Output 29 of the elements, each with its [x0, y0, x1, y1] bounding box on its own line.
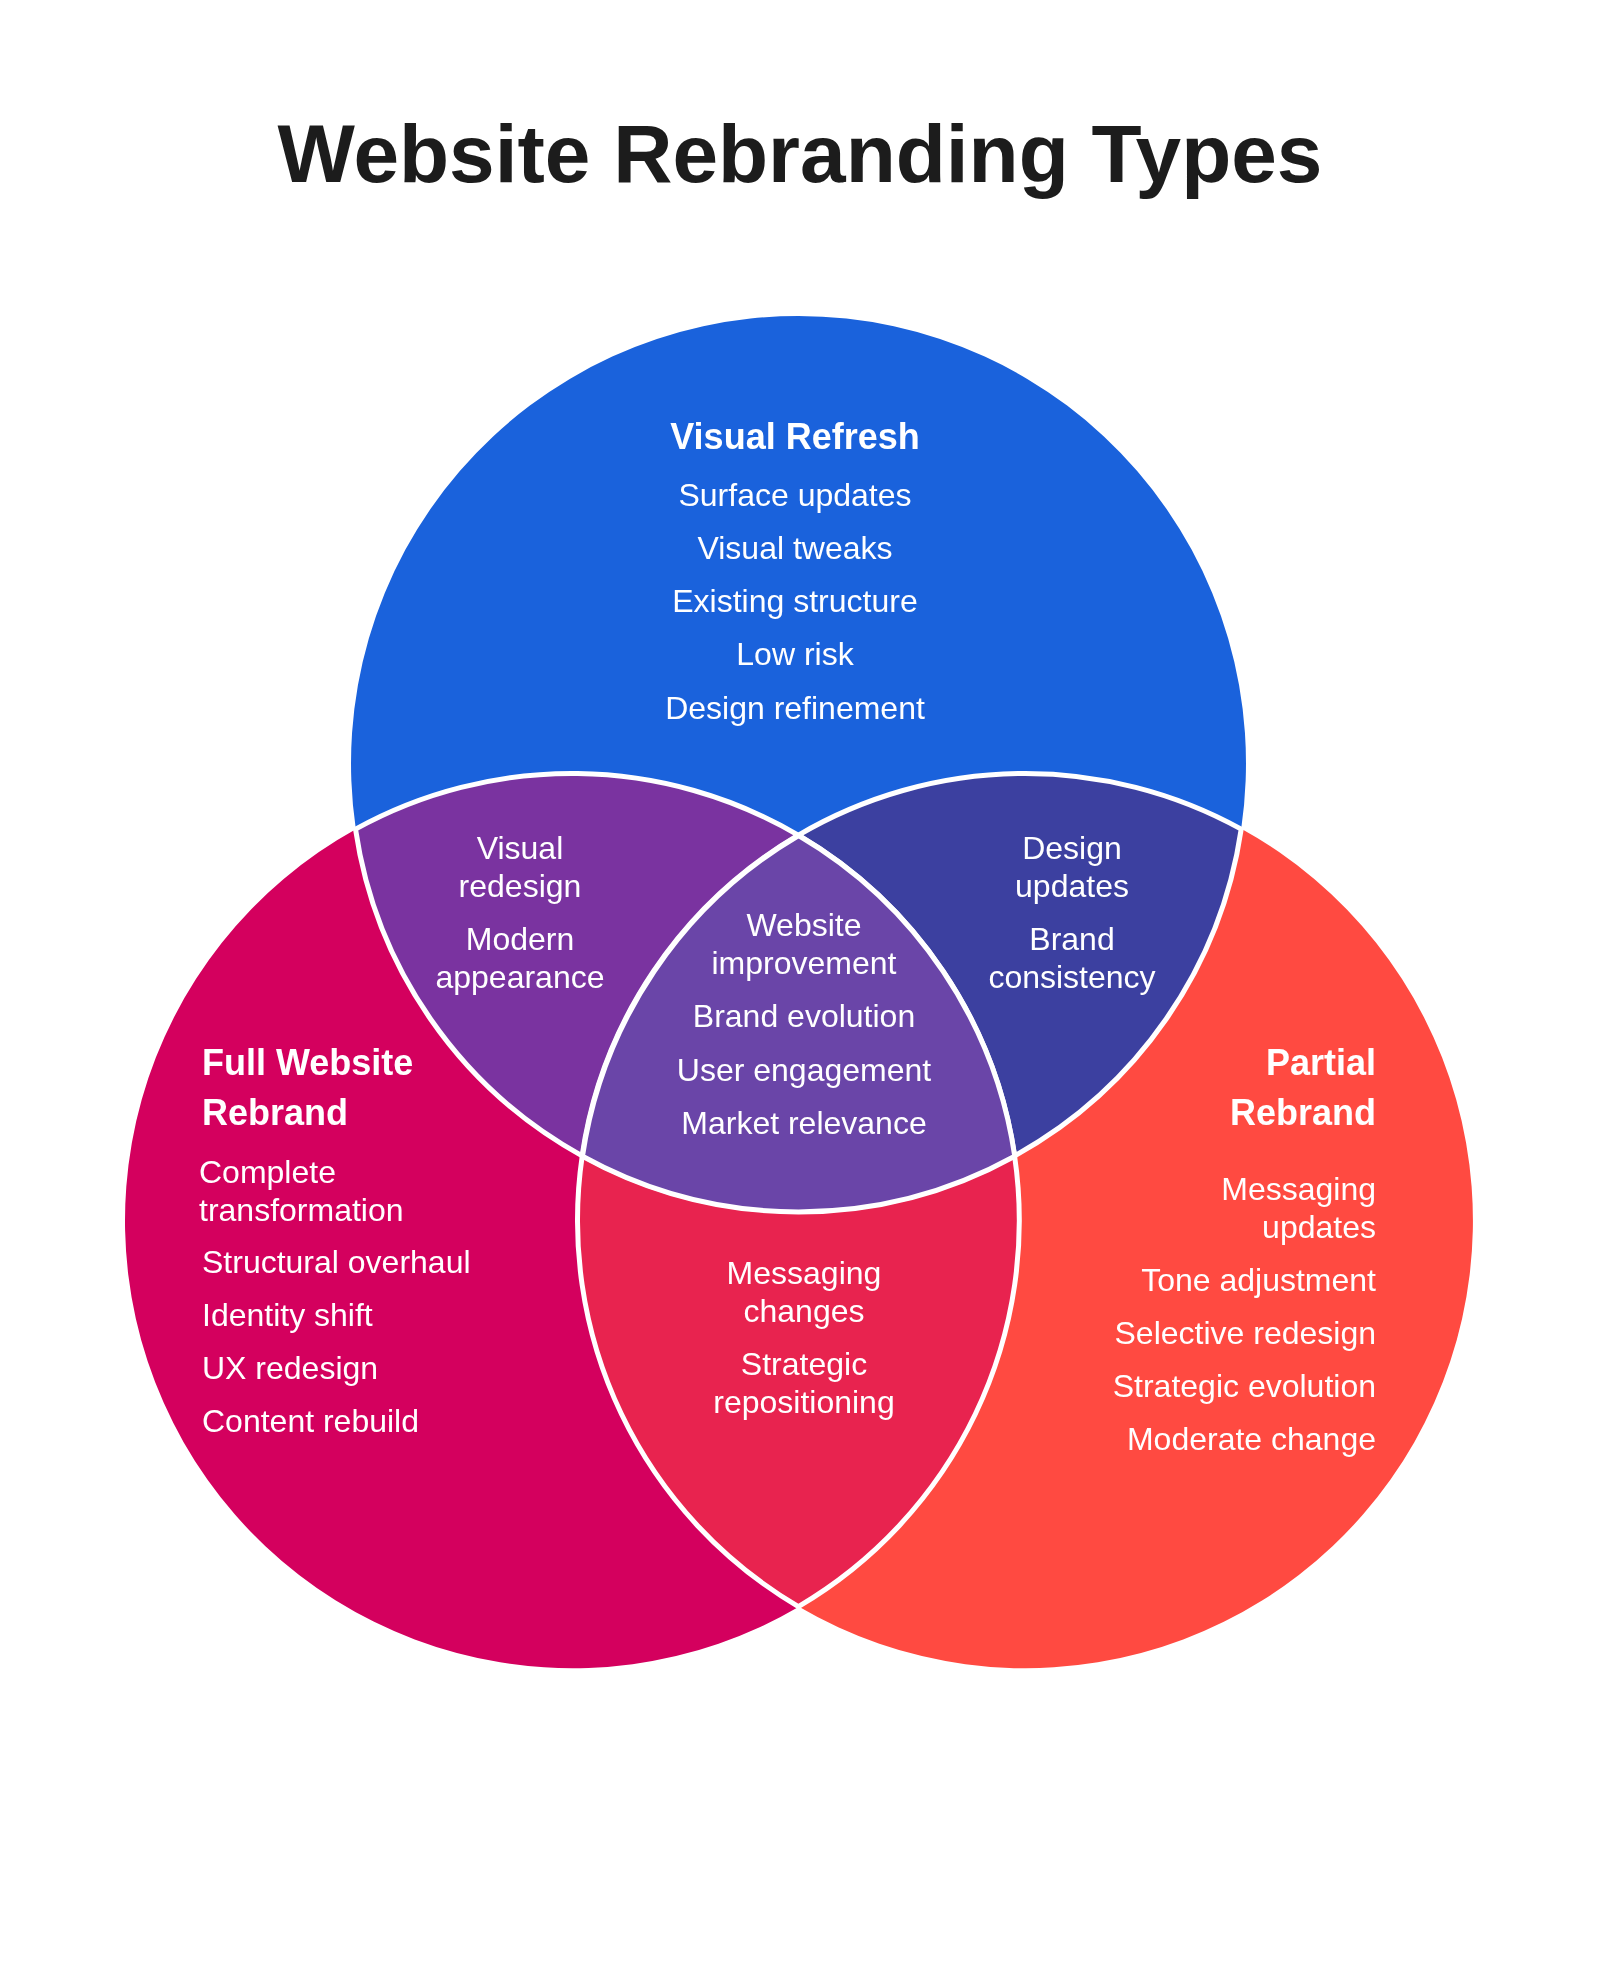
- overlap-text: Messaging changes: [725, 1254, 883, 1330]
- trait-text: Low risk: [735, 635, 855, 673]
- overlap-text: Design updates: [1014, 829, 1130, 905]
- overlap-text: Market relevance: [680, 1104, 928, 1142]
- trait-text: Structural overhaul: [202, 1243, 472, 1281]
- trait-text: Tone adjustment: [1140, 1261, 1376, 1299]
- trait-text: Complete transformation: [199, 1153, 405, 1229]
- overlap-text: Strategic repositioning: [712, 1345, 896, 1421]
- overlap-text: Modern appearance: [434, 920, 606, 996]
- trait-text: Design refinement: [664, 689, 926, 727]
- trait-text: Visual tweaks: [696, 529, 894, 567]
- overlap-text: User engagement: [675, 1051, 933, 1089]
- overlap-text: Website improvement: [710, 906, 898, 982]
- overlap-text: Brand consistency: [987, 920, 1157, 996]
- trait-text: Surface updates: [677, 476, 913, 514]
- trait-text: Selective redesign: [1113, 1314, 1376, 1352]
- category-heading: Full Website Rebrand: [202, 1041, 415, 1135]
- category-heading: Visual Refresh: [669, 415, 921, 459]
- trait-text: Existing structure: [671, 582, 919, 620]
- trait-text: Content rebuild: [202, 1402, 420, 1440]
- trait-text: UX redesign: [202, 1349, 380, 1387]
- trait-text: Identity shift: [202, 1296, 374, 1334]
- overlap-text: Brand evolution: [691, 997, 917, 1035]
- category-heading: Partial Rebrand: [1228, 1041, 1376, 1135]
- trait-text: Strategic evolution: [1111, 1367, 1376, 1405]
- overlap-text: Visual redesign: [457, 829, 583, 905]
- diagram-title: Website Rebranding Types: [276, 107, 1324, 201]
- trait-text: Moderate change: [1125, 1420, 1376, 1458]
- trait-text: Messaging updates: [1220, 1170, 1376, 1246]
